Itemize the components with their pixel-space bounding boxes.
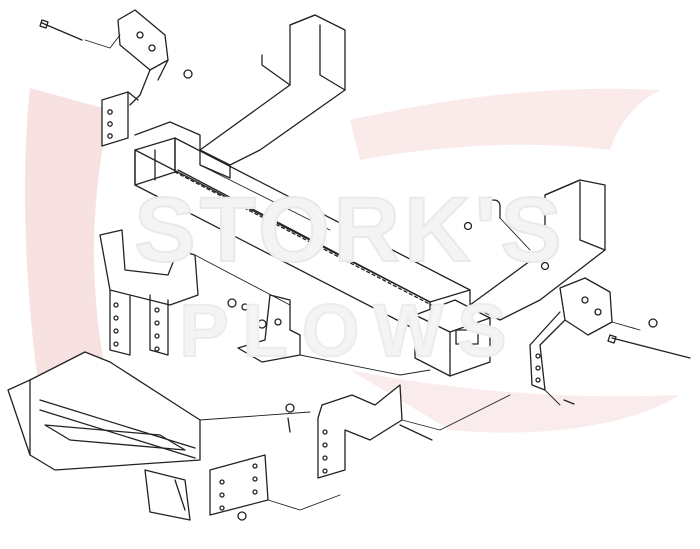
left-frame-rail — [134, 14, 346, 179]
bolts — [39, 19, 691, 441]
alignment-lines — [84, 34, 641, 511]
center-lower-plate — [317, 384, 403, 479]
right-frame-rail — [414, 179, 606, 377]
left-mount-bracket — [99, 229, 199, 356]
watermark-swoosh — [25, 88, 680, 433]
nuts-washers — [183, 69, 658, 521]
main-crossbar — [134, 137, 471, 338]
push-plate-assembly — [7, 351, 269, 521]
left-upper-bracket-plate — [101, 91, 139, 147]
left-top-bracket — [117, 9, 169, 106]
u-bolt — [487, 199, 501, 219]
